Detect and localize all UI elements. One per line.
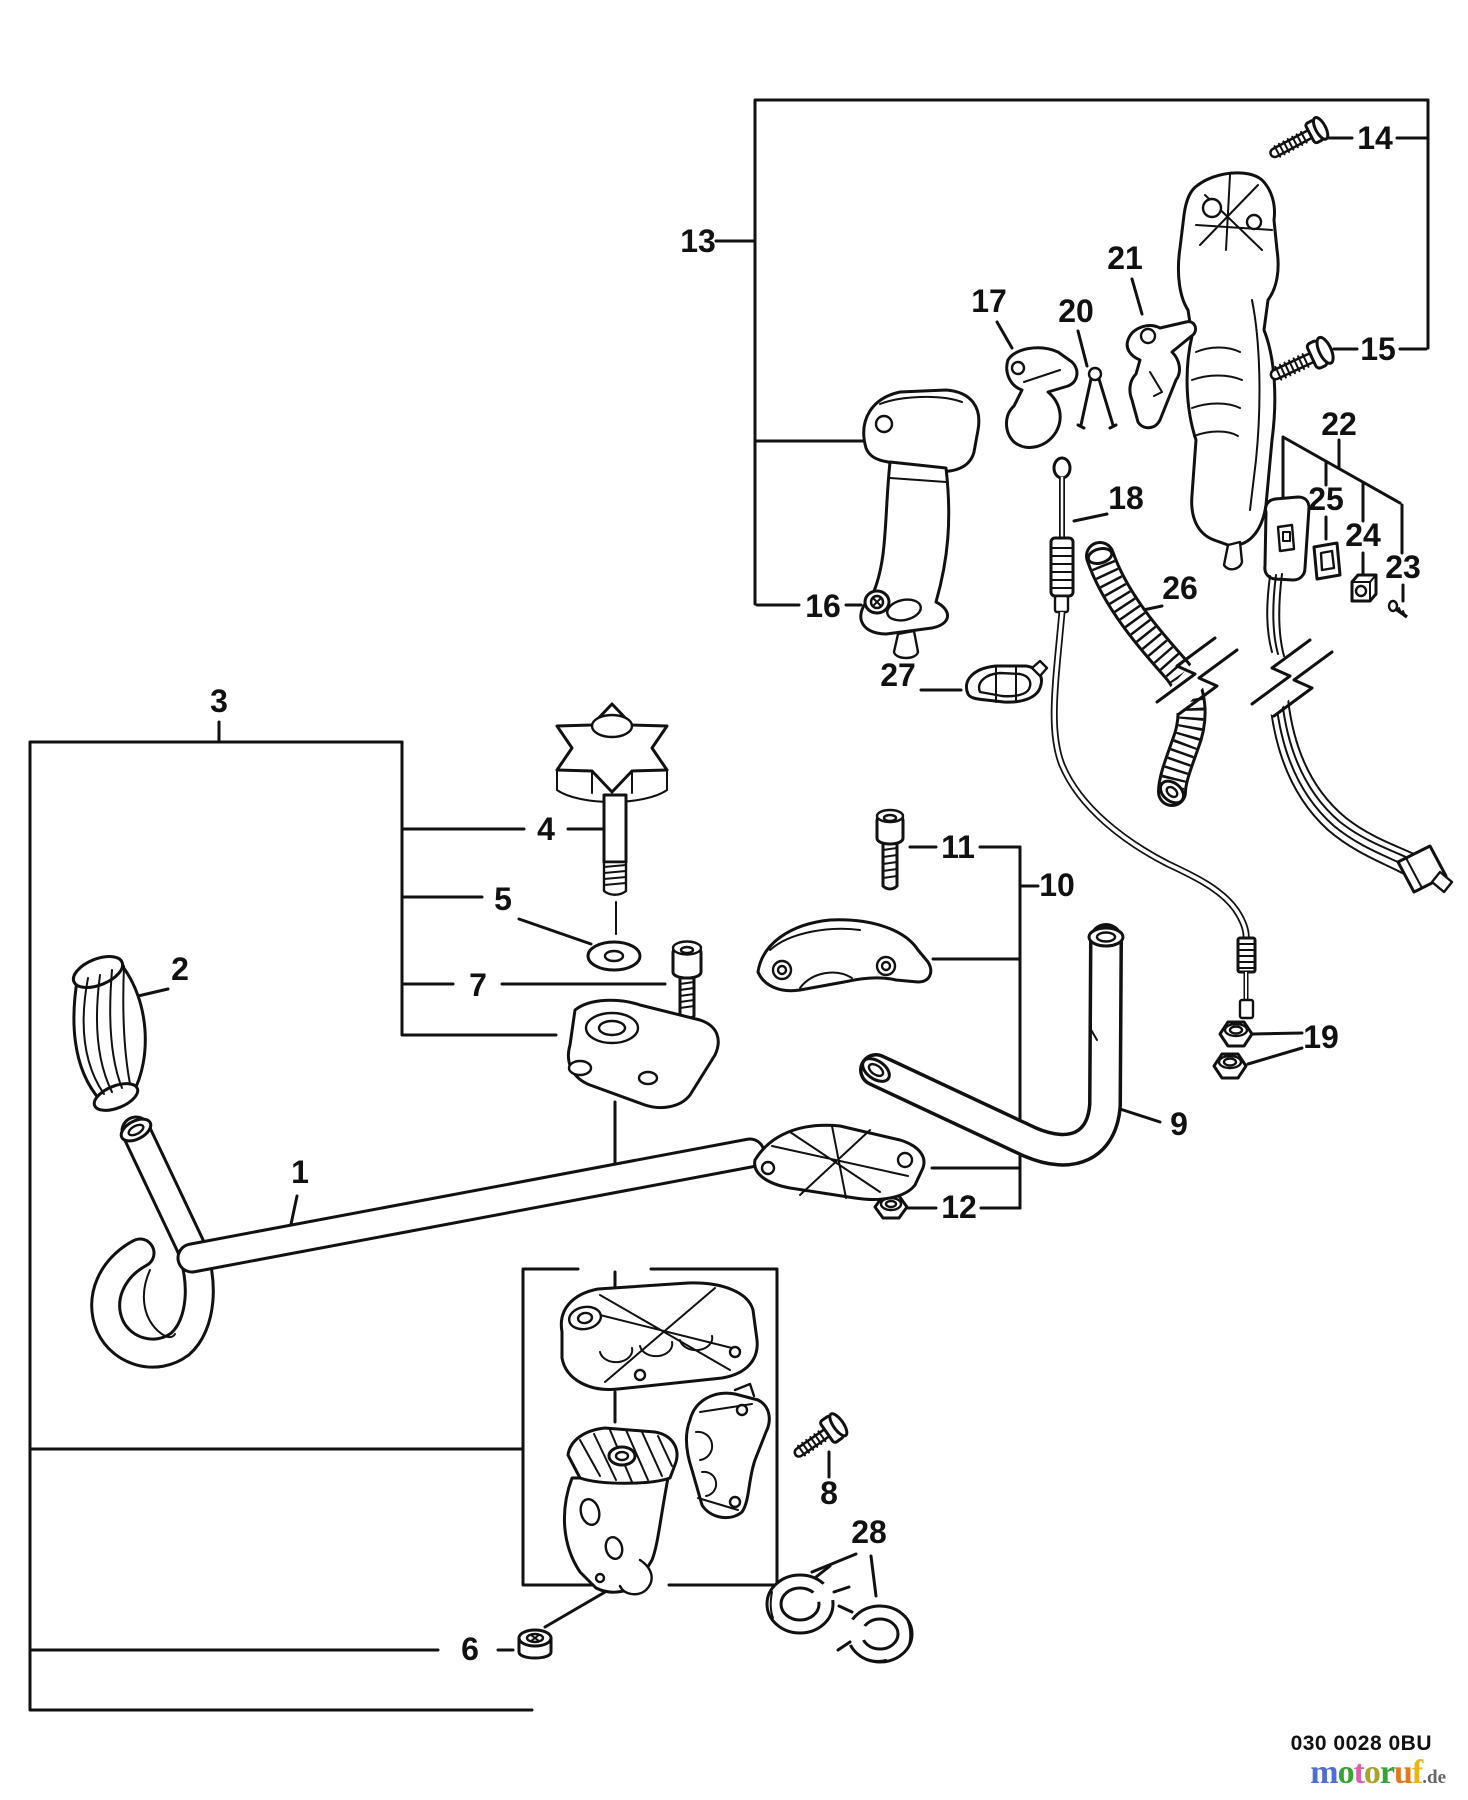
callout-label-1: 1 — [291, 1154, 309, 1190]
callout-label-9: 9 — [1170, 1106, 1188, 1142]
callout-label-23: 23 — [1385, 549, 1421, 585]
throttle-cable — [1049, 456, 1257, 1020]
callout-label-10: 10 — [1039, 867, 1075, 903]
callout-label-7: 7 — [469, 967, 487, 1003]
callout-box-assembly-3 — [28, 740, 558, 1712]
part-code: 030 0028 0BU — [1290, 1732, 1432, 1755]
terminal-block — [1350, 573, 1378, 603]
callout-label-16: 16 — [805, 588, 841, 624]
brand-letter: o — [1337, 1754, 1355, 1791]
callout-label-18: 18 — [1108, 480, 1144, 516]
trigger-spring — [1076, 366, 1118, 430]
callout-label-19: 19 — [1303, 1019, 1339, 1055]
nut-16 — [863, 589, 891, 615]
pipe-clamps-28 — [765, 1564, 914, 1664]
brand-letter: t — [1353, 1754, 1365, 1791]
socket-bolt-7 — [671, 940, 703, 1021]
left-handlebar-tube — [90, 1115, 766, 1369]
callout-label-22: 22 — [1321, 406, 1357, 442]
callout-label-4: 4 — [537, 811, 555, 847]
clamp-block-upper — [559, 1281, 759, 1391]
callout-label-26: 26 — [1162, 570, 1198, 606]
brand-letters: motoruf — [1310, 1754, 1423, 1791]
handlebar-clamp-cap — [756, 918, 933, 993]
lockout-lever — [1125, 320, 1198, 430]
clamp-bracket-lower — [563, 1426, 679, 1596]
callout-box-clamp-detail — [521, 1267, 779, 1587]
brand-letter: o — [1363, 1754, 1381, 1791]
brand-letter: u — [1394, 1754, 1413, 1791]
break-mark-wires — [1250, 638, 1334, 718]
stop-switch-and-harness — [1263, 495, 1454, 894]
callout-box-assembly-13 — [753, 98, 1430, 606]
callout-leader-lines — [30, 136, 1428, 1652]
handle-housing-left-half — [859, 388, 981, 660]
socket-bolt-11 — [875, 808, 905, 891]
lock-nuts-19 — [1212, 1020, 1254, 1080]
break-mark-sleeve — [1155, 636, 1239, 716]
square-nut-6 — [517, 1628, 553, 1660]
callout-label-5: 5 — [494, 881, 512, 917]
callout-labels: 1234567891011121314151617181920212223242… — [171, 120, 1421, 1667]
brand-watermark: motoruf.de — [1291, 1754, 1446, 1792]
switch-gasket — [1312, 541, 1342, 581]
callout-label-13: 13 — [680, 223, 716, 259]
brand-letter: m — [1310, 1754, 1338, 1791]
screw-23 — [1387, 599, 1409, 619]
handle-housing-right-half — [1176, 171, 1280, 571]
callout-label-24: 24 — [1345, 517, 1381, 553]
footer: 030 0028 0BU motoruf.de — [1291, 1732, 1446, 1792]
cable-clamp — [965, 659, 1049, 704]
callout-label-28: 28 — [851, 1514, 887, 1550]
callout-label-21: 21 — [1107, 240, 1143, 276]
socket-bolt-8 — [793, 1412, 849, 1458]
brand-letter: f — [1411, 1754, 1423, 1791]
right-handlebar-tube — [859, 923, 1125, 1167]
handlebar-bracket-lower — [753, 1123, 926, 1201]
handle-grip — [71, 955, 147, 1112]
throttle-trigger — [1005, 346, 1079, 449]
callout-label-15: 15 — [1360, 331, 1396, 367]
callout-label-27: 27 — [880, 657, 916, 693]
callout-label-6: 6 — [461, 1631, 479, 1667]
callout-label-14: 14 — [1357, 120, 1393, 156]
callout-label-12: 12 — [941, 1189, 977, 1225]
callout-label-3: 3 — [210, 683, 228, 719]
star-knob — [555, 702, 669, 896]
clamp-half-right — [684, 1382, 771, 1520]
callout-bracket-10 — [930, 845, 1022, 1210]
callout-label-8: 8 — [820, 1475, 838, 1511]
washer — [586, 940, 642, 972]
screw-15 — [1269, 335, 1335, 381]
callout-label-25: 25 — [1308, 481, 1344, 517]
callout-label-20: 20 — [1058, 293, 1094, 329]
callout-label-2: 2 — [171, 951, 189, 987]
handle-bracket-plate — [566, 998, 720, 1109]
brand-letter: r — [1379, 1754, 1395, 1791]
callout-label-17: 17 — [971, 283, 1007, 319]
callout-label-11: 11 — [941, 829, 975, 865]
brand-domain-suffix: .de — [1422, 1767, 1446, 1788]
screw-14 — [1269, 116, 1330, 159]
